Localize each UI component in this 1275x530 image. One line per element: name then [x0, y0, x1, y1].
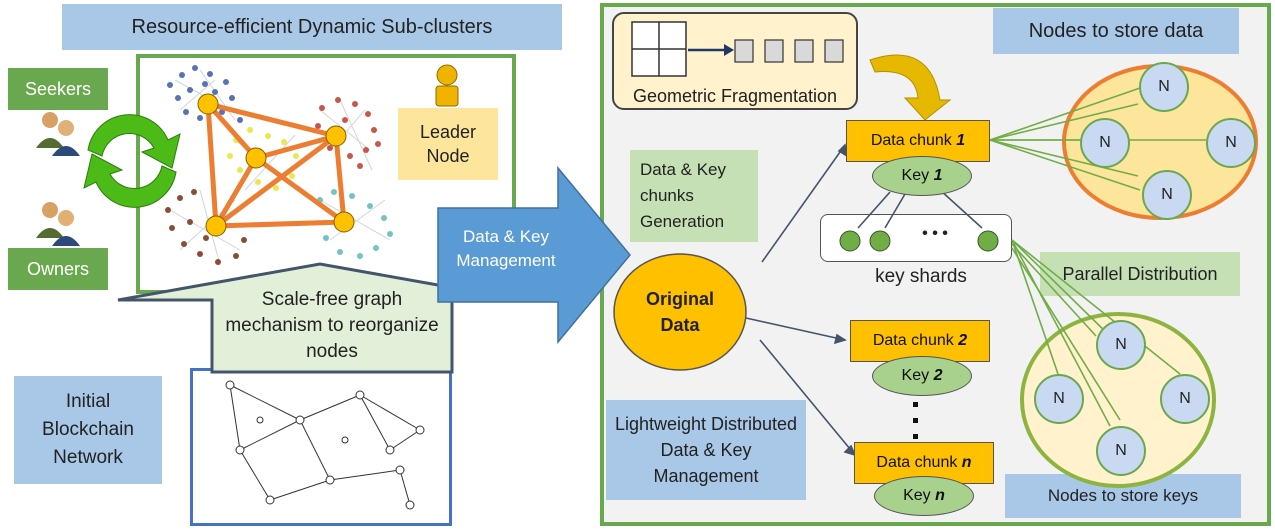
management-text: Data & Key Management [456, 227, 556, 270]
leader-node-label: Leader Node [398, 108, 498, 180]
geometric-fragmentation-label: Geometric Fragmentation [632, 85, 838, 106]
data-chunk-1-number: 1 [956, 132, 966, 149]
data-chunk-2-label: Data chunk [872, 332, 954, 349]
seekers-people-icon [36, 112, 80, 156]
owners-people-icon [36, 202, 80, 246]
key-shards-label: key shards [875, 266, 967, 287]
fragment-grid-icon [631, 21, 687, 77]
initial-network-label: Initial Blockchain Network [14, 376, 162, 484]
data-chunk-2: Data chunk 2 [850, 320, 990, 362]
data-chunk-1: Data chunk 1 [846, 120, 990, 162]
seekers-label: Seekers [8, 68, 108, 110]
key-node-top: N [1096, 320, 1146, 370]
leader-node-text: Leader Node [419, 122, 477, 166]
leader-person-icon [435, 64, 459, 107]
data-node-left: N [1080, 118, 1130, 168]
data-node-top: N [1139, 62, 1189, 112]
scale-free-text: Scale-free graph mechanism to reorganize… [225, 289, 439, 362]
key-node-left: N [1034, 374, 1084, 424]
nodes-store-data-label: Nodes to store data [993, 8, 1239, 54]
leader-connections [205, 101, 347, 229]
original-data-label: Original Data [614, 270, 746, 354]
data-chunk-n-number: n [961, 454, 972, 471]
data-chunk-1-label: Data chunk [870, 132, 952, 149]
original-data-text: Original Data [645, 289, 714, 335]
subclusters-title: Resource-efficient Dynamic Sub-clusters [62, 4, 562, 50]
data-chunk-2-number: 2 [958, 332, 968, 349]
vertical-dots [913, 402, 918, 439]
key-node-right: N [1160, 374, 1210, 424]
key-1: Key 1 [872, 156, 972, 196]
scale-free-arrow [117, 262, 523, 374]
key-2: Key 2 [872, 356, 972, 396]
scale-free-label: Scale-free graph mechanism to reorganize… [212, 286, 452, 366]
data-chunk-n-label: Data chunk [876, 454, 958, 471]
lightweight-label: Lightweight Distributed Data & Key Manag… [606, 400, 806, 500]
key-shard-dots [839, 230, 999, 252]
management-label: Data & Key Management [448, 218, 564, 280]
key-n-number: n [935, 487, 945, 504]
key-nodes-cluster [1020, 312, 1216, 488]
management-arrow [437, 165, 631, 345]
key-1-number: 1 [933, 167, 943, 184]
cluster-blobs [165, 65, 393, 266]
fragment-pieces [734, 39, 844, 63]
data-node-right: N [1206, 118, 1256, 168]
sync-icon [83, 114, 181, 208]
key-shards-ellipsis: • • • [922, 225, 948, 242]
initial-network-text: Initial Blockchain Network [42, 391, 134, 468]
initial-network-graph [225, 380, 425, 510]
key-n-label: Key [903, 487, 931, 504]
leader-nodes [197, 93, 355, 237]
data-node-bottom: N [1142, 170, 1192, 220]
key-2-number: 2 [933, 367, 943, 384]
key-1-label: Key [901, 167, 930, 184]
chunks-generation-label: Data & Key chunks Generation [630, 150, 758, 242]
key-2-label: Key [901, 367, 930, 384]
original-data-shape [613, 253, 747, 371]
owners-label: Owners [8, 248, 108, 290]
lightweight-text: Lightweight Distributed Data & Key Manag… [614, 414, 798, 486]
key-n: Key n [874, 476, 974, 516]
key-node-bottom: N [1096, 426, 1146, 476]
chunks-generation-text: Data & Key chunks Generation [640, 160, 726, 231]
curved-arrow [869, 54, 952, 121]
